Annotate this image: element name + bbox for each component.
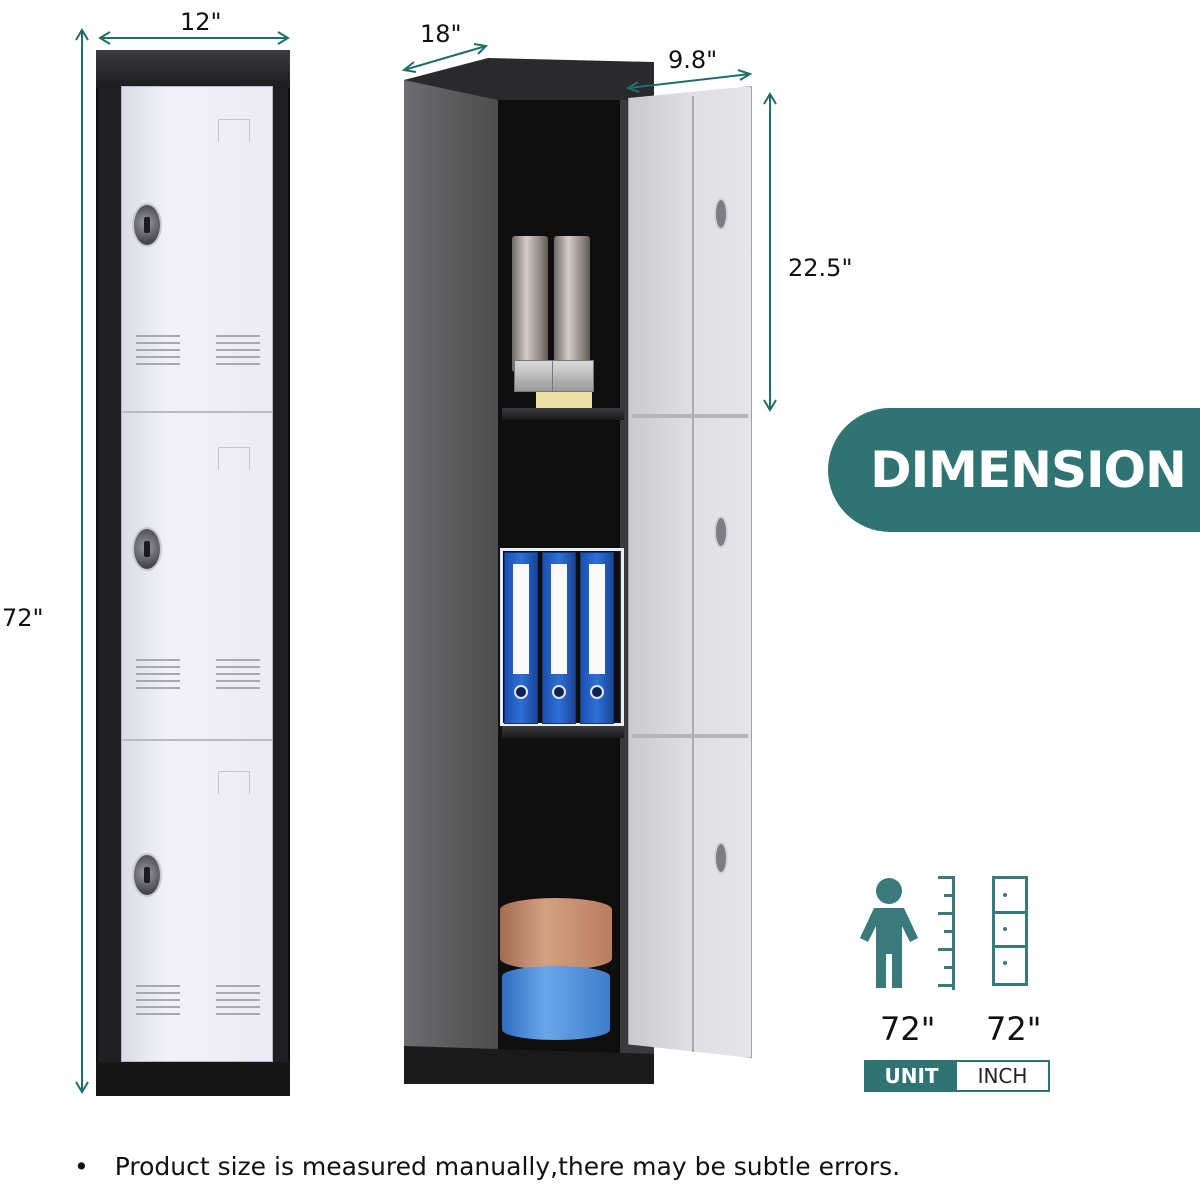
vent-icon	[216, 985, 260, 1020]
compartment-height-arrow	[763, 92, 777, 412]
front-locker-door-bottom	[121, 740, 273, 1062]
label-tag-icon	[218, 771, 250, 794]
label-tag-icon	[218, 447, 250, 470]
keyhole-icon	[134, 529, 160, 569]
blue-binder-item	[504, 552, 538, 724]
door-lock-hole-icon	[716, 200, 726, 228]
front-height-label: 72"	[0, 604, 46, 632]
open-locker-door	[628, 86, 752, 1058]
shelf-upper	[502, 408, 624, 420]
person-icon	[876, 878, 902, 904]
note-text: Product size is measured manually,there …	[114, 1152, 901, 1181]
blue-binder-item	[542, 552, 576, 724]
roll-stand-item	[552, 360, 594, 392]
door-lock-hole-icon	[716, 844, 726, 872]
front-width-arrow	[98, 31, 290, 45]
vent-icon	[136, 659, 180, 694]
front-locker-door-top	[121, 86, 273, 412]
door-width-arrow	[625, 69, 753, 93]
binder-rack	[500, 548, 624, 726]
locker-height-label: 72"	[986, 1010, 1042, 1048]
compartment-height-label: 22.5"	[788, 254, 853, 282]
measurement-note: • Product size is measured manually,ther…	[74, 1152, 900, 1181]
unit-toggle-active: UNIT	[866, 1062, 957, 1090]
dimension-badge: DIMENSION	[828, 408, 1200, 532]
ruler-icon	[936, 876, 955, 990]
unit-toggle-inactive: INCH	[957, 1062, 1048, 1090]
unit-toggle: UNIT INCH	[864, 1060, 1050, 1092]
shelf-lower	[502, 726, 624, 738]
vent-icon	[136, 985, 180, 1020]
front-width-label: 12"	[180, 8, 222, 36]
door-panel-divider	[692, 96, 694, 1052]
door-segment-line	[632, 414, 748, 418]
paper-roll-item	[512, 236, 548, 372]
vent-icon	[216, 335, 260, 370]
roll-stand-item	[514, 360, 556, 392]
depth-arrow	[401, 43, 489, 73]
note-bullet: •	[74, 1152, 89, 1181]
front-locker-door-middle	[121, 412, 273, 740]
front-locker-base	[96, 1062, 290, 1096]
label-tag-icon	[218, 119, 250, 142]
depth-label: 18"	[420, 20, 462, 48]
keyhole-icon	[134, 205, 160, 245]
door-segment-line	[632, 734, 748, 738]
front-locker-top	[96, 50, 290, 88]
front-height-arrow	[75, 28, 89, 1094]
person-icon	[860, 908, 918, 988]
sticky-notes-item	[536, 392, 592, 408]
terracotta-bucket-item	[500, 898, 612, 970]
mini-locker-icon	[992, 876, 1028, 986]
door-lock-hole-icon	[716, 518, 726, 546]
vent-icon	[216, 659, 260, 694]
blue-binder-item	[580, 552, 614, 724]
paper-roll-item	[554, 236, 590, 372]
vent-icon	[136, 335, 180, 370]
open-locker-side-panel	[404, 62, 500, 1084]
blue-bucket-item	[502, 966, 610, 1040]
person-height-label: 72"	[880, 1010, 936, 1048]
door-width-label: 9.8"	[668, 46, 718, 74]
keyhole-icon	[134, 855, 160, 895]
